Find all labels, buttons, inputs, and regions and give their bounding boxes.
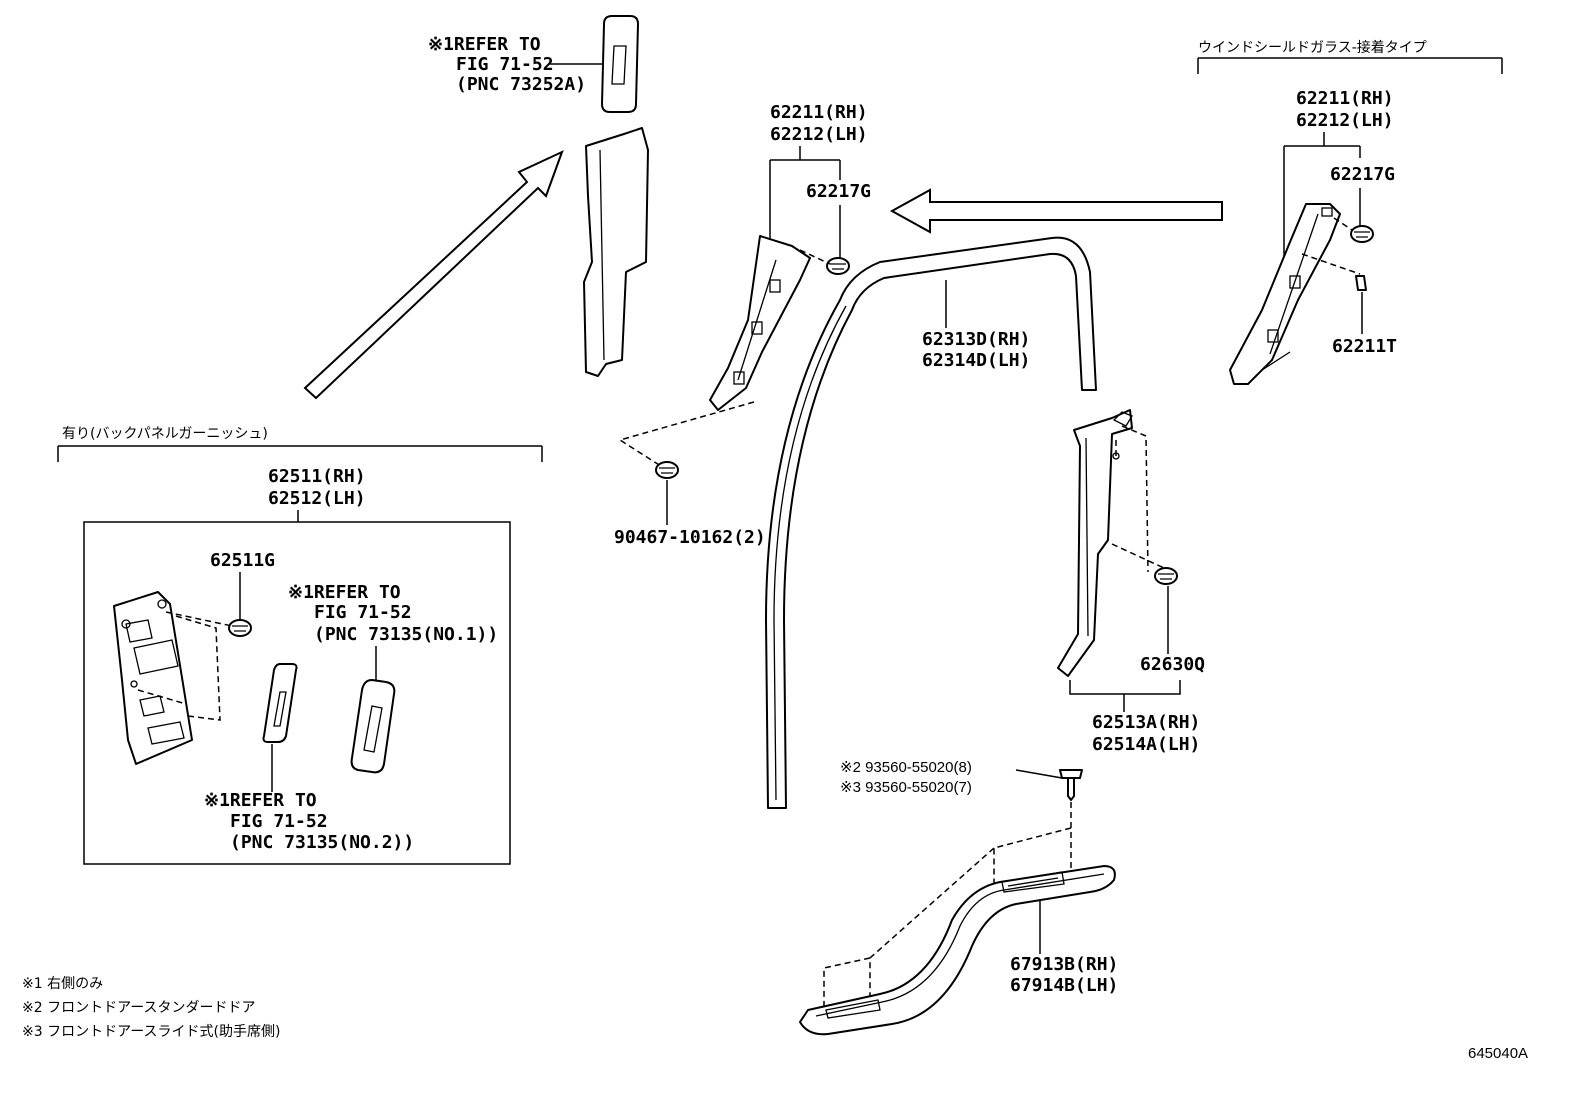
dash-backpanel-clips <box>137 611 233 721</box>
backpanel-frame <box>83 521 511 865</box>
pillar-a2-lh-label: 62212(LH) <box>1296 110 1394 131</box>
ref-mid-label: ※1REFER TO FIG 71-52 (PNC 73135(NO.1)) <box>288 582 498 645</box>
note-3: ※3 フロントドアースライド式(助手席側) <box>22 1024 280 1040</box>
ref-mid-line2: FIG 71-52 <box>314 602 412 623</box>
pillar-a2-rh-label: 62211(RH) <box>1296 88 1394 109</box>
scuff-lh-label: 67914B(LH) <box>1010 975 1118 996</box>
weatherstrip-lh-label: 62314D(LH) <box>922 350 1030 371</box>
windshield-header: ウインドシールドガラス-接着タイプ <box>1198 39 1427 56</box>
weatherstrip-rh-label: 62313D(RH) <box>922 329 1030 350</box>
ref-bot-line1: ※1REFER TO <box>204 790 317 811</box>
backpanel-header: 有り(バックパネルガーニッシュ) <box>62 426 268 442</box>
dash-62630q <box>1111 425 1165 573</box>
garnish-plate-no2 <box>262 663 298 743</box>
clip-62217g-2-label: 62217G <box>1330 164 1395 185</box>
backpanel-rh-label: 62511(RH) <box>268 466 366 487</box>
dash-clip-90467 <box>618 401 755 469</box>
ref-mid-line1: ※1REFER TO <box>288 582 401 603</box>
clip-90467-label: 90467-10162(2) <box>614 527 766 548</box>
bracket-backpanel <box>57 445 543 462</box>
leader-pillar-a <box>769 146 841 290</box>
ref-bot-label: ※1REFER TO FIG 71-52 (PNC 73135(NO.2)) <box>204 790 414 853</box>
back-panel-garnish <box>113 591 193 765</box>
dash-scuff-screws <box>823 802 1072 1008</box>
screw-2-label: ※3 93560-55020(7) <box>840 779 972 796</box>
bracket-windshield <box>1197 57 1503 74</box>
scuff-plate <box>799 865 1116 1036</box>
figure-code: 645040A <box>1468 1045 1528 1062</box>
center-pillar-trim <box>583 127 649 377</box>
direction-arrow-horizontal <box>889 188 1223 234</box>
dash-clip-62217g-2 <box>1333 217 1353 231</box>
direction-arrow-diagonal <box>303 150 564 400</box>
clip-62217g-2-icon <box>1350 225 1374 243</box>
ref-top-label: ※1REFER TO FIG 71-52 (PNC 73252A) <box>428 34 586 95</box>
leader-screw <box>1015 769 1063 779</box>
clip-90467-icon <box>655 461 679 479</box>
clip-62630q-label: 62630Q <box>1140 654 1205 675</box>
leader-pillar-b <box>1069 680 1181 712</box>
leader-pillar-a2 <box>1283 132 1361 256</box>
garnish-plate-no1 <box>350 679 396 774</box>
pillar-a-lh-label: 62212(LH) <box>770 124 868 145</box>
part-62211t-icon <box>1355 275 1367 291</box>
front-pillar-garnish <box>709 235 811 411</box>
pillar-b-lh-label: 62514A(LH) <box>1092 734 1200 755</box>
screw-icon <box>1059 769 1083 801</box>
clip-62511g-label: 62511G <box>210 550 275 571</box>
door-weatherstrip <box>765 236 1097 809</box>
ref-mid-line3: (PNC 73135(NO.1)) <box>314 624 498 645</box>
ref-bot-line2: FIG 71-52 <box>230 811 328 832</box>
front-pillar-garnish-bonded <box>1229 203 1341 385</box>
clip-62511g-icon <box>228 619 252 637</box>
scuff-rh-label: 67913B(RH) <box>1010 954 1118 975</box>
clip-62217g-icon <box>826 257 850 275</box>
part-62211t-label: 62211T <box>1332 336 1397 357</box>
ref-top-line2: FIG 71-52 <box>456 54 554 75</box>
clip-62217g-label: 62217G <box>806 181 871 202</box>
pillar-a-rh-label: 62211(RH) <box>770 102 868 123</box>
center-pillar-lower-garnish <box>1057 409 1133 677</box>
backpanel-lh-label: 62512(LH) <box>268 488 366 509</box>
clip-62630q-icon <box>1154 567 1178 585</box>
ref-top-line3: (PNC 73252A) <box>456 74 586 95</box>
ref-bot-line3: (PNC 73135(NO.2)) <box>230 832 414 853</box>
pillar-b-rh-label: 62513A(RH) <box>1092 712 1200 733</box>
ref-top-line1: ※1REFER TO <box>428 34 541 55</box>
dash-62211t <box>1301 253 1361 275</box>
dash-clip-62217g <box>799 249 831 265</box>
note-2: ※2 フロントドアースタンダードドア <box>22 1000 256 1016</box>
screw-1-label: ※2 93560-55020(8) <box>840 759 972 776</box>
note-1: ※1 右側のみ <box>22 976 103 992</box>
fastener-hole <box>1112 452 1120 460</box>
garnish-plate-top <box>601 15 639 113</box>
